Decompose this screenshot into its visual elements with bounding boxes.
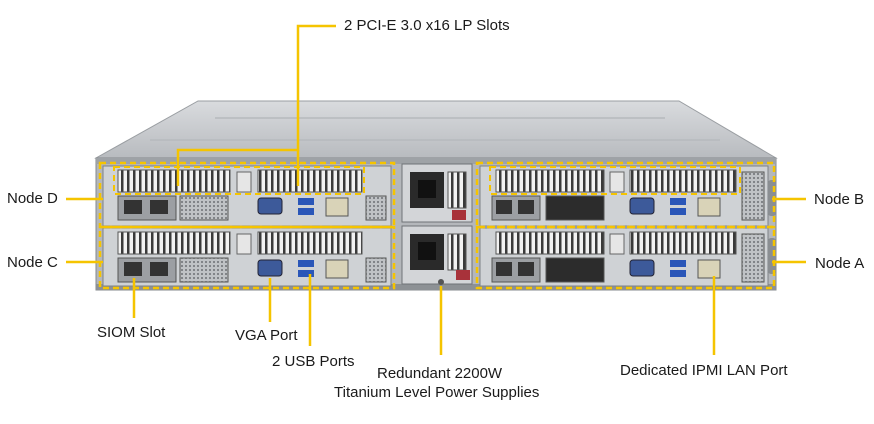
node-outlines [98, 161, 776, 290]
pcie-slot-outline-b [489, 166, 741, 195]
callout-lines [66, 24, 806, 355]
node-d-module [102, 165, 392, 227]
psu-label-line2: Titanium Level Power Supplies [334, 384, 540, 401]
psu-label-line1: Redundant 2200W [377, 365, 503, 382]
node-a-outline [475, 225, 776, 290]
pcie-slots-label: 2 PCI-E 3.0 x16 LP Slots [344, 17, 510, 34]
siom-slot-label: SIOM Slot [97, 324, 166, 341]
node-a-label: Node A [815, 255, 865, 272]
node-c-module [102, 227, 392, 287]
usb-ports-label: 2 USB Ports [272, 353, 355, 370]
node-c-outline [98, 225, 396, 290]
node-c-label: Node C [7, 254, 58, 271]
node-d-outline [98, 161, 396, 229]
node-d-label: Node D [7, 190, 58, 207]
power-supply-units [401, 163, 473, 285]
node-b-outline [475, 161, 776, 229]
node-b-module [479, 165, 776, 227]
node-a-module [479, 227, 776, 287]
vga-port-label: VGA Port [235, 327, 298, 344]
node-b-label: Node B [814, 191, 865, 208]
ipmi-port-label: Dedicated IPMI LAN Port [620, 362, 788, 379]
pcie-slot-outline-d [113, 166, 365, 195]
